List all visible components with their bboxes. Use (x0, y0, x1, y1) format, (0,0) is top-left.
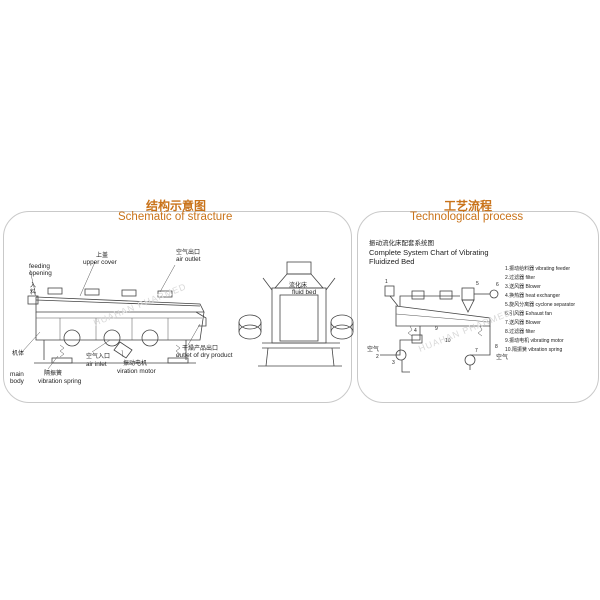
label-upper-cover-en: upper cover (83, 259, 118, 266)
process-heading-en-1: Complete System Chart of Vibrating (369, 248, 489, 257)
process-heading-en-2: Fluidized Bed (369, 257, 414, 266)
label-air-outlet-zh: 空气出口 (176, 248, 200, 256)
label-spring-en: vibration spring (38, 378, 82, 385)
label-feed-in-zh-2: 料 (30, 288, 36, 296)
label-feed-in-zh: 入 (30, 282, 36, 289)
num-1: 1 (385, 279, 388, 285)
label-fluid-bed-zh: 流化床 (289, 281, 307, 289)
num-6: 6 (496, 282, 499, 288)
num-5: 5 (476, 281, 479, 287)
leader-lines (21, 261, 201, 370)
dryer-main-body (27, 287, 207, 364)
label-air-outlet-en: air outlet (176, 256, 201, 263)
process-title-zh: 工艺流程 (444, 199, 493, 213)
label-fluid-bed-en: fluid bed (292, 289, 317, 296)
num-10: 10 (445, 338, 451, 344)
num-4: 4 (414, 328, 417, 334)
legend-item: 10.隔振簧 vibration spring (505, 346, 562, 353)
process-legend: 1.振动给料器 vibrating feeder 2.过滤器 filter 3.… (505, 265, 575, 353)
process-title-en: Technological process (410, 211, 524, 223)
num-3: 3 (392, 360, 395, 366)
legend-item: 2.过滤器 filter (505, 274, 535, 281)
dryer-side-view (238, 261, 354, 367)
label-main-body-zh: 机体 (12, 349, 24, 357)
label-upper-cover-zh: 上盖 (96, 251, 108, 259)
label-dry-outlet-en: outlet of dry product (176, 352, 233, 359)
structure-panel (3, 211, 352, 403)
watermark-right: HUAHAN PHARMED (417, 307, 513, 354)
label-dry-outlet-zh: 干燥产品出口 (182, 344, 218, 352)
legend-item: 8.过滤器 filter (505, 328, 535, 335)
legend-item: 4.换热器 heat exchanger (505, 292, 560, 299)
label-air-inlet-zh: 空气入口 (86, 352, 110, 360)
structure-title-en: Schematic of stracture (118, 211, 233, 223)
legend-item: 1.振动给料器 vibrating feeder (505, 265, 570, 272)
legend-item: 3.送风器 Blower (505, 283, 541, 290)
legend-item: 9.振动电机 vibrating motor (505, 337, 564, 344)
num-8: 8 (495, 344, 498, 350)
watermark-left: HUAHAN PHARMED (92, 281, 188, 328)
label-feeding-1: feeding (29, 263, 50, 270)
legend-item: 7.送风器 Blower (505, 319, 541, 326)
structure-title-zh: 结构示意图 (146, 199, 207, 213)
legend-item: 6.引风器 Exhaust fan (505, 310, 552, 317)
label-main-body-en-2: body (10, 378, 25, 385)
process-panel (357, 211, 599, 403)
num-9: 9 (435, 326, 438, 332)
label-air-inlet-en: air inlet (86, 361, 107, 368)
label-motor-en: viration motor (117, 368, 157, 375)
air-label-2: 空气 (496, 353, 508, 361)
num-7: 7 (475, 348, 478, 354)
num-2: 2 (376, 354, 379, 360)
process-flow-drawing (380, 285, 499, 373)
process-heading-zh: 振动流化床配套系统图 (369, 238, 434, 247)
legend-item: 5.旋风分离器 cyclone separator (505, 301, 575, 308)
label-main-body-en-1: main (10, 371, 24, 378)
label-feeding-2: opening (29, 270, 52, 277)
label-spring-zh: 隔振簧 (44, 369, 62, 377)
label-motor-zh: 振动电机 (123, 359, 147, 367)
air-label-1: 空气 (367, 345, 379, 353)
